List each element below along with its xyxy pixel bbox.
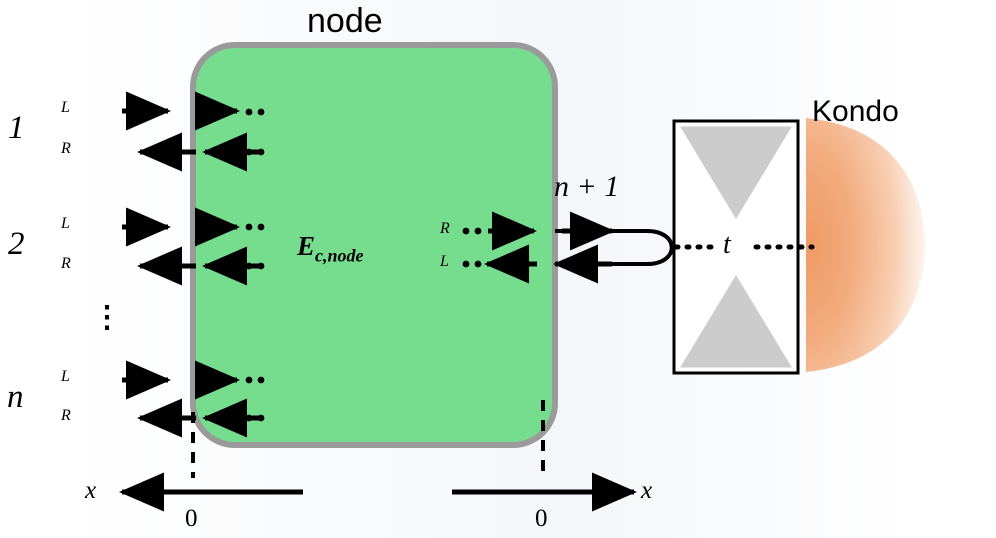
channel-1-arrows [122, 91, 262, 172]
channel-2-arrows [122, 207, 262, 286]
tunneling-amplitude-label: t [723, 229, 731, 260]
channel-2-lower-mode-label: R [61, 255, 71, 272]
channel-1-index-label: 1 [8, 110, 25, 146]
axis-droplines [191, 400, 545, 478]
right-axis-x-label: x [641, 477, 653, 504]
channel-np1-dots [462, 227, 482, 268]
channel-1-lower-mode-label: R [61, 140, 71, 157]
channel-n-lower-mode-label: R [61, 407, 71, 424]
channel-1-upper-mode-label: L [61, 99, 70, 116]
charging-energy-label: Ec,node [297, 231, 364, 266]
channel-2-index-label: 2 [8, 226, 25, 262]
node-title-label: node [307, 2, 383, 40]
channel-1-dots [245, 108, 265, 156]
channel-ellipsis: ⋮ [92, 301, 122, 334]
left-axis-x-label: x [85, 477, 97, 504]
channel-np1-wire [555, 229, 674, 266]
channel-2-upper-mode-label: L [61, 215, 70, 232]
channel-n-dots [245, 376, 265, 422]
kondo-label: Kondo [812, 95, 899, 128]
channel-np1-label: n + 1 [554, 170, 620, 203]
channel-n-index-label: n [7, 379, 24, 415]
channel-np1-arrows [483, 211, 616, 284]
channel-n-arrows [122, 360, 262, 438]
channel-2-dots [245, 223, 265, 270]
charging-energy-symbol: E [297, 231, 316, 261]
node-outgoing-lower-mode-label: L [440, 253, 449, 270]
quantum-dot-box [672, 119, 800, 375]
channel-n-upper-mode-label: L [61, 368, 70, 385]
node-region [190, 42, 558, 448]
right-axis-origin-label: 0 [535, 505, 548, 532]
kondo-dot-shape [806, 118, 925, 372]
left-axis-origin-label: 0 [185, 505, 198, 532]
charging-energy-subscript: c,node [315, 245, 364, 266]
node-outgoing-upper-mode-label: R [440, 220, 450, 237]
